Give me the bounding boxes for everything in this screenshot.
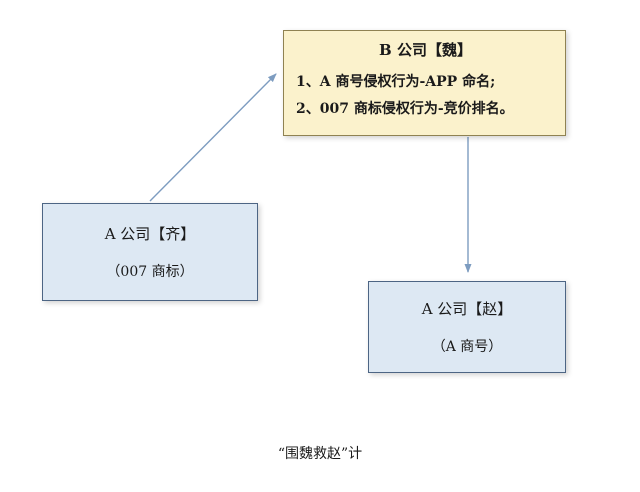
box-company-a-zhao: A 公司【赵】 （A 商号） <box>368 281 566 373</box>
box-company-a-qi-title: A 公司【齐】 <box>104 225 196 243</box>
box-company-a-qi: A 公司【齐】 （007 商标） <box>42 203 258 301</box>
box-company-a-qi-subtitle: （007 商标） <box>106 264 194 280</box>
box-company-b-line2: 2、007 商标侵权行为-竞价排名。 <box>296 101 514 118</box>
box-company-b-line1: 1、A 商号侵权行为-APP 命名; <box>296 74 496 90</box>
box-company-a-zhao-title: A 公司【赵】 <box>421 300 513 318</box>
box-company-b-title: B 公司【魏】 <box>379 41 472 59</box>
diagram-caption: “围魏救赵”计 <box>277 446 363 462</box>
box-company-b: B 公司【魏】 1、A 商号侵权行为-APP 命名; 2、007 商标侵权行为-… <box>283 30 566 136</box>
box-company-a-zhao-subtitle: （A 商号） <box>431 339 503 355</box>
arrow-qi-to-b <box>149 73 277 202</box>
